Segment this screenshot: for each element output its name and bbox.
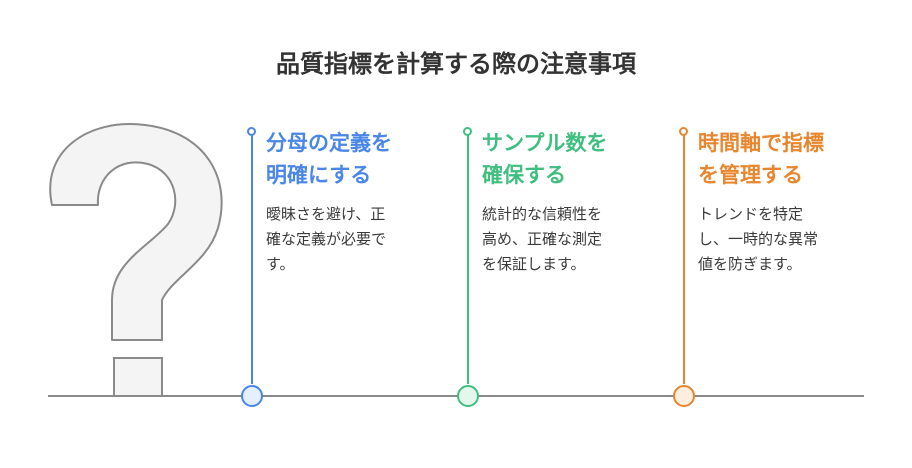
timeline-node-3: [673, 385, 695, 407]
timeline-top-marker-1: [247, 127, 256, 136]
item-description-line: を保証します。: [482, 255, 586, 273]
item-heading-line: 確保する: [482, 163, 566, 187]
timeline-connector-3: [683, 132, 685, 384]
item-description-2: 統計的な信頼性を 高め、正確な測定 を保証します。: [482, 202, 662, 277]
timeline-baseline: [48, 395, 864, 397]
item-description-line: トレンドを特定: [698, 205, 804, 223]
item-heading-line: を管理する: [698, 163, 803, 187]
item-description-line: 統計的な信頼性を: [482, 205, 603, 223]
item-description-line: 値を防ぎます。: [698, 255, 802, 273]
item-heading-line: サンプル数を: [482, 131, 608, 155]
item-description-line: 確な定義が必要で: [266, 230, 387, 248]
item-heading-line: 分母の定義を: [266, 131, 392, 155]
timeline-connector-2: [467, 132, 469, 384]
item-description-line: す。: [266, 255, 295, 273]
item-heading-line: 明確にする: [266, 163, 372, 187]
item-description-line: し、一時的な異常: [698, 230, 819, 248]
item-heading-2: サンプル数を 確保する: [482, 127, 682, 191]
item-description-line: 高め、正確な測定: [482, 230, 603, 248]
timeline-node-1: [241, 385, 263, 407]
item-description-3: トレンドを特定 し、一時的な異常 値を防ぎます。: [698, 202, 878, 277]
timeline-node-2: [457, 385, 479, 407]
item-heading-1: 分母の定義を 明確にする: [266, 127, 466, 191]
item-heading-line: 時間軸で指標: [698, 131, 824, 155]
diagram-title: 品質指標を計算する際の注意事項: [276, 50, 636, 78]
item-description-1: 曖昧さを避け、正 確な定義が必要で す。: [266, 202, 446, 277]
timeline-connector-1: [251, 132, 253, 384]
item-description-line: 曖昧さを避け、正: [266, 205, 386, 223]
timeline-top-marker-2: [463, 127, 472, 136]
timeline-top-marker-3: [679, 127, 688, 136]
item-heading-3: 時間軸で指標 を管理する: [698, 127, 898, 191]
